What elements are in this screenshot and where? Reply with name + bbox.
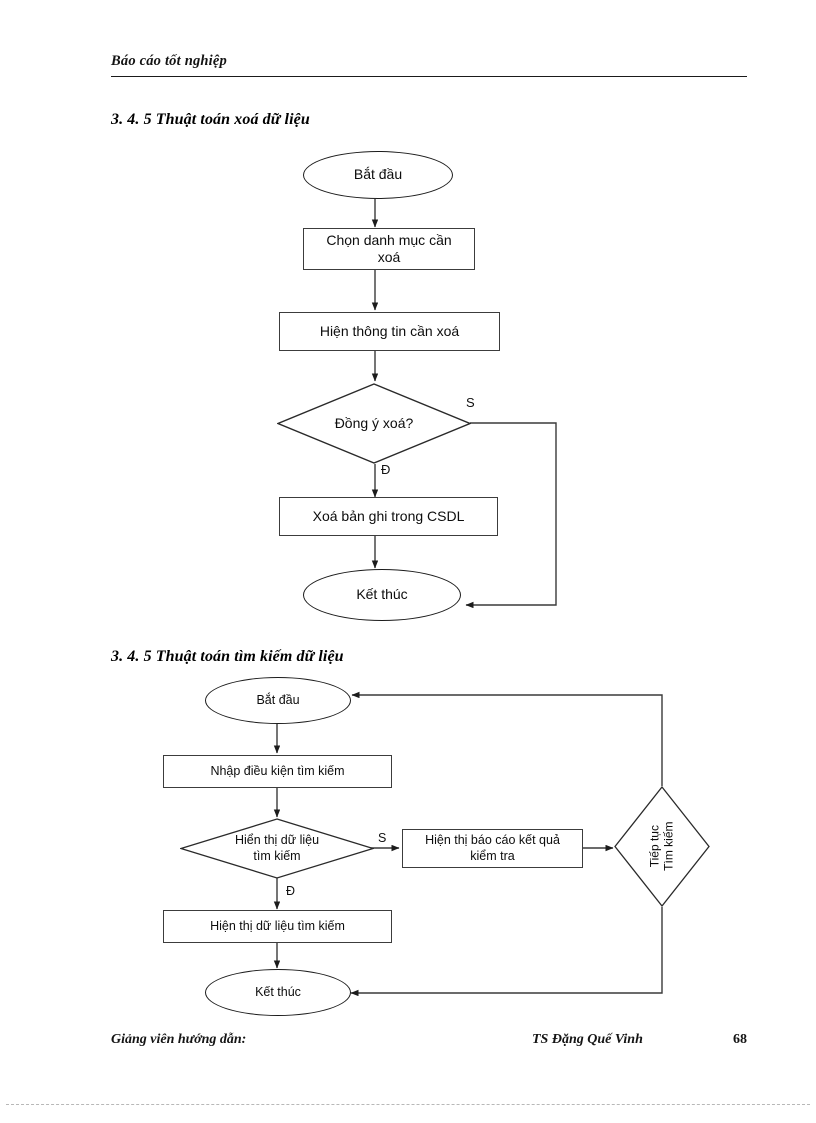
flow2-node-start: Bắt đầu <box>205 677 351 724</box>
flow1-edge-label-s: S <box>466 395 475 410</box>
flow2-end-label: Kết thúc <box>255 984 301 999</box>
flow2-report-line1: Hiện thị báo cáo kết quả <box>425 833 560 848</box>
flow1-edge-label-d: Đ <box>381 462 390 477</box>
flow2-node-report-result: Hiện thị báo cáo kết quả kiểm tra <box>402 829 583 868</box>
flow1-node-select-category: Chọn danh mục cần xoá <box>303 228 475 270</box>
footer-page-number: 68 <box>733 1032 747 1047</box>
flow1-node-start: Bắt đầu <box>303 151 453 199</box>
flow2-s-text: S <box>378 831 387 845</box>
flow2-check-line1: Hiển thị dữ liệu <box>234 833 320 848</box>
flow2-check-line2: tìm kiếm <box>253 848 301 863</box>
flow1-delete-label: Xoá bản ghi trong CSDL <box>312 507 465 524</box>
flow2-node-check-decision: Hiển thị dữ liệu tìm kiếm <box>180 818 374 879</box>
page-header-title: Báo cáo tốt nghiệp <box>111 53 227 69</box>
flow1-node-end: Kết thúc <box>303 569 461 621</box>
section-heading-delete-algorithm: 3. 4. 5 Thuật toán xoá dữ liệu <box>111 111 310 128</box>
flow1-node-delete-record: Xoá bản ghi trong CSDL <box>279 497 498 536</box>
page-bottom-divider <box>6 1104 810 1105</box>
flow2-continue-line1: Tiếp tục <box>647 825 662 868</box>
flow2-check-diamond-shape <box>180 818 374 879</box>
flow2-continue-label: Tiếp tục Tìm kiếm <box>648 822 676 871</box>
header-divider <box>111 76 747 77</box>
flow2-report-line2: kiểm tra <box>470 848 515 863</box>
flow2-node-continue-decision: Tiếp tục Tìm kiếm <box>614 786 710 907</box>
flow1-confirm-diamond-shape <box>277 383 471 464</box>
flow1-start-label: Bắt đầu <box>353 166 403 183</box>
flow2-edge-label-d: Đ <box>286 884 295 898</box>
flow1-show-label: Hiện thông tin cần xoá <box>319 322 460 339</box>
flow2-check-label: Hiển thị dữ liệu tìm kiếm <box>207 833 347 864</box>
flow2-display-label: Hiện thị dữ liệu tìm kiếm <box>210 918 345 933</box>
flow2-continue-diamond-shape <box>614 786 710 907</box>
section-heading-search-algorithm: 3. 4. 5 Thuật toán tìm kiếm dữ liệu <box>111 648 344 665</box>
flow2-continue-line2: Tìm kiếm <box>662 821 676 872</box>
footer-supervisor-label: Giảng viên hướng dẫn: <box>111 1032 247 1047</box>
flow2-report-label: Hiện thị báo cáo kết quả kiểm tra <box>425 833 560 864</box>
flow2-node-end: Kết thúc <box>205 969 351 1016</box>
flow1-node-confirm-decision: Đồng ý xoá? <box>277 383 471 464</box>
flow2-d-text: Đ <box>286 884 296 898</box>
flow2-input-label: Nhập điều kiện tìm kiếm <box>210 763 345 778</box>
flow1-select-label: Chọn danh mục cần xoá <box>326 231 452 265</box>
flow2-edge-label-s: S <box>378 831 386 845</box>
flow2-start-label: Bắt đầu <box>256 692 300 707</box>
flow1-s-text: S <box>466 395 475 410</box>
flow2-node-input-criteria: Nhập điều kiện tìm kiếm <box>163 755 392 788</box>
flow1-confirm-label: Đồng ý xoá? <box>334 414 414 431</box>
flow2-node-display-data: Hiện thị dữ liệu tìm kiếm <box>163 910 392 943</box>
flow1-d-text: Đ <box>381 462 391 477</box>
flow1-end-label: Kết thúc <box>356 586 408 603</box>
footer-supervisor-name: TS Đặng Quế Vinh <box>532 1032 643 1047</box>
flow1-node-show-info: Hiện thông tin cần xoá <box>279 312 500 351</box>
